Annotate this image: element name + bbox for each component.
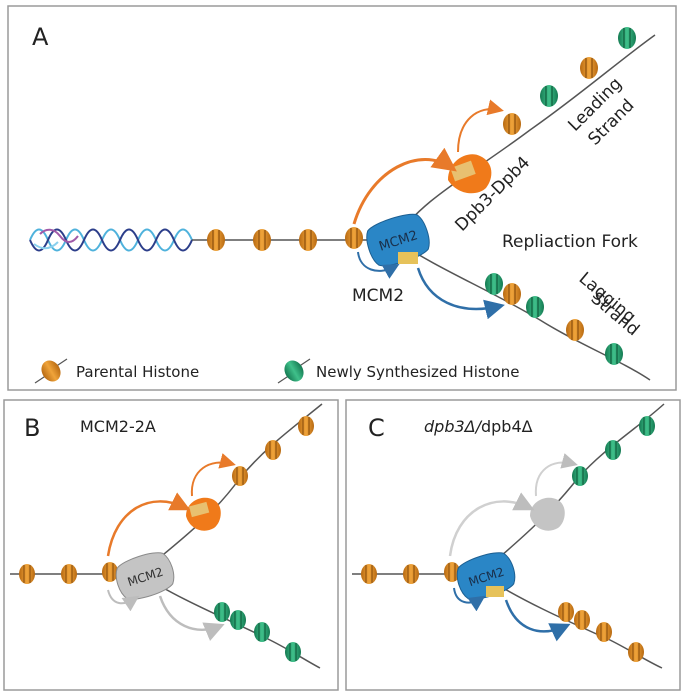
b-arrow-to-leading bbox=[190, 453, 236, 497]
new-histone bbox=[618, 27, 636, 49]
new-histone bbox=[526, 296, 544, 318]
parental-histone bbox=[265, 440, 281, 460]
parental-histone bbox=[253, 229, 271, 251]
mcm2-protein: MCM2 bbox=[366, 213, 430, 267]
parental-histone bbox=[19, 564, 35, 584]
parental-histone bbox=[628, 642, 644, 662]
new-histone bbox=[540, 85, 558, 107]
parental-histone bbox=[207, 229, 225, 251]
panel-b-label: B bbox=[24, 414, 40, 442]
parental-histone bbox=[503, 113, 521, 135]
arrow-to-lagging bbox=[416, 267, 505, 320]
new-histone bbox=[254, 622, 270, 642]
parental-histone bbox=[596, 622, 612, 642]
parental-histone bbox=[345, 227, 363, 249]
dpb3-dpb4-complex bbox=[448, 154, 492, 194]
c-arrow-to-lagging bbox=[504, 599, 571, 642]
new-histone bbox=[605, 440, 621, 460]
arrow-to-mcm2 bbox=[357, 251, 400, 279]
c-arrow-grey-to-dpb bbox=[448, 492, 535, 557]
c-arrow-grey-to-leading bbox=[534, 453, 578, 497]
new-histone bbox=[230, 610, 246, 630]
new-histone bbox=[285, 642, 301, 662]
new-histone bbox=[605, 343, 623, 365]
arrow-to-dpb bbox=[352, 147, 457, 225]
new-histone bbox=[572, 466, 588, 486]
parental-histone bbox=[566, 319, 584, 341]
parental-histone bbox=[61, 564, 77, 584]
new-histone bbox=[639, 416, 655, 436]
panel-b-frame bbox=[3, 399, 339, 691]
panel-a-frame bbox=[7, 5, 677, 391]
parental-histone bbox=[558, 602, 574, 622]
parental-histone bbox=[232, 466, 248, 486]
panel-c-title-italic: dpb3Δ/ bbox=[424, 417, 483, 436]
legend-parental-icon bbox=[34, 358, 68, 384]
legend-new-label: Newly Synthesized Histone bbox=[316, 363, 519, 381]
mcm2-protein-grey: MCM2 bbox=[115, 552, 175, 600]
legend-parental-label: Parental Histone bbox=[76, 363, 199, 381]
parental-histone bbox=[299, 229, 317, 251]
parental-histone bbox=[298, 416, 314, 436]
parental-histone bbox=[580, 57, 598, 79]
panel-c-label: C bbox=[368, 414, 385, 442]
legend-new-icon bbox=[277, 358, 311, 384]
dpb3-dpb4-complex-grey bbox=[530, 497, 565, 531]
b-arrow-grey-2 bbox=[158, 595, 225, 641]
parental-histone bbox=[403, 564, 419, 584]
b-arrow-grey-1 bbox=[107, 589, 140, 612]
panel-c-title: dpb3Δ/dpb4Δ bbox=[424, 417, 533, 436]
histone-chaperone-box bbox=[486, 586, 504, 597]
b-arrow-to-dpb bbox=[106, 492, 191, 557]
new-histone bbox=[485, 273, 503, 295]
panel-b-title: MCM2-2A bbox=[80, 417, 156, 436]
panel-a-label: A bbox=[32, 23, 49, 51]
dna-double-helix bbox=[29, 228, 193, 252]
mcm2-caption: MCM2 bbox=[352, 286, 404, 306]
panel-c-title-rest: dpb4Δ bbox=[481, 417, 533, 436]
dpb3-dpb4-complex bbox=[186, 497, 221, 531]
parental-histone bbox=[503, 283, 521, 305]
leading-strand-line bbox=[394, 34, 656, 241]
parental-histone bbox=[444, 562, 460, 582]
parental-histone bbox=[102, 562, 118, 582]
parental-histone bbox=[361, 564, 377, 584]
new-histone bbox=[214, 602, 230, 622]
replication-fork-label: Repliaction Fork bbox=[502, 232, 638, 252]
panel-b-leading-line bbox=[139, 403, 323, 575]
c-arrow-to-mcm2 bbox=[453, 587, 486, 612]
arrow-to-leading bbox=[457, 99, 504, 153]
histone-chaperone-box bbox=[398, 252, 418, 264]
panel-c-frame bbox=[345, 399, 681, 691]
parental-histone bbox=[574, 610, 590, 630]
